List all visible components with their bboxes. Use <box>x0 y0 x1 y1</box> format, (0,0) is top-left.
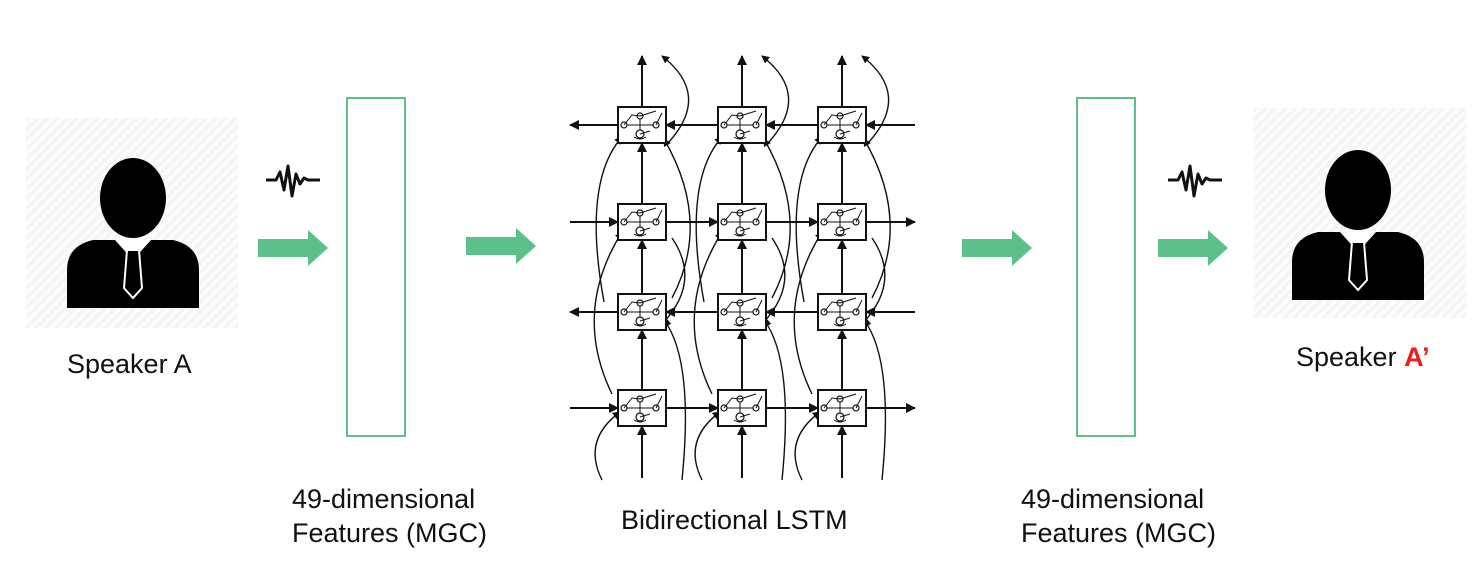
lstm-skip-connection <box>763 319 787 481</box>
lstm-skip-connection <box>594 411 621 481</box>
person-icon <box>66 157 200 309</box>
lstm-skip-connection <box>763 138 791 299</box>
lstm-cell-icon <box>717 203 767 241</box>
feature-box-input <box>346 97 406 437</box>
lstm-skip-connection <box>795 136 823 303</box>
features-in-line1: 49-dimensional <box>292 484 476 514</box>
speaker-a-label: Speaker A <box>67 349 192 379</box>
lstm-cell-icon <box>617 106 667 144</box>
lstm-skip-connection <box>863 138 891 299</box>
lstm-skip-connection <box>595 136 623 303</box>
lstm-skip-connection <box>861 237 886 325</box>
lstm-cell-icon <box>817 203 867 241</box>
lstm-cell-icon <box>617 203 667 241</box>
arrow-right-icon <box>962 230 1032 266</box>
lstm-cell-icon <box>717 293 767 331</box>
waveform-icon <box>1168 164 1222 198</box>
lstm-cell-icon <box>717 389 767 427</box>
lstm-skip-connection <box>695 136 723 303</box>
arrow-right-icon <box>258 230 328 266</box>
lstm-skip-connection <box>694 411 721 481</box>
lstm-skip-connection <box>861 55 890 144</box>
lstm-cell-icon <box>717 106 767 144</box>
speaker-out-label: Speaker A’ <box>1296 340 1430 374</box>
lstm-cell-icon <box>817 106 867 144</box>
lstm-skip-connection <box>761 55 790 144</box>
speaker-out-label-highlight: A’ <box>1404 342 1430 372</box>
features-out-label: 49-dimensional Features (MGC) <box>1021 482 1216 550</box>
lstm-label: Bidirectional LSTM <box>621 505 848 535</box>
waveform-icon <box>266 164 320 198</box>
lstm-cell-icon <box>817 293 867 331</box>
arrow-right-icon <box>1158 230 1228 266</box>
features-in-line2: Features (MGC) <box>292 518 488 548</box>
lstm-skip-connection <box>794 411 821 481</box>
lstm-cell-icon <box>617 293 667 331</box>
features-out-line1: 49-dimensional <box>1021 484 1205 514</box>
arrow-right-icon <box>466 228 536 264</box>
feature-box-output <box>1076 97 1136 437</box>
lstm-skip-connection <box>661 55 690 144</box>
lstm-cell-icon <box>617 389 667 427</box>
lstm-skip-connection <box>663 138 691 299</box>
lstm-skip-connection <box>863 319 887 481</box>
lstm-skip-connection <box>661 237 686 325</box>
lstm-skip-connection <box>793 231 823 395</box>
lstm-skip-connection <box>693 231 723 395</box>
lstm-skip-connection <box>761 237 786 325</box>
speaker-out-label-prefix: Speaker <box>1296 342 1405 372</box>
lstm-cell-icon <box>817 389 867 427</box>
features-out-line2: Features (MGC) <box>1021 518 1217 548</box>
lstm-skip-connection <box>663 319 687 481</box>
lstm-skip-connection <box>593 231 623 395</box>
person-icon <box>1291 149 1425 301</box>
features-in-label: 49-dimensional Features (MGC) <box>292 482 487 550</box>
